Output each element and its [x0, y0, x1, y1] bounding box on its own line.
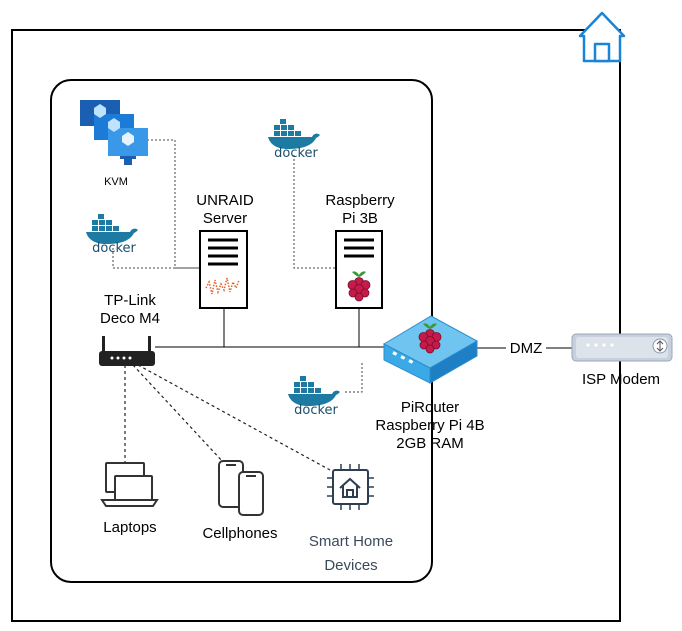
docker-icon	[288, 376, 340, 414]
house-boundary	[11, 29, 621, 622]
cellphones-label: Cellphones	[202, 525, 278, 542]
modem-icon	[571, 333, 673, 362]
server-icon	[199, 230, 248, 309]
smarthome-link	[137, 364, 331, 471]
docker-icon	[86, 214, 138, 252]
home-icon	[578, 11, 626, 63]
cellphone-icon	[218, 460, 264, 516]
unraid-label: UNRAID Server	[196, 192, 254, 227]
rpi3-docker-link	[293, 155, 335, 269]
laptop-icon	[100, 462, 159, 507]
unraid-docker-link	[112, 248, 200, 269]
modem-label: ISP Modem	[581, 371, 661, 388]
kvm-icon	[80, 100, 148, 165]
smart-home-icon	[327, 464, 374, 510]
deco-label: TP-Link Deco M4	[99, 292, 161, 327]
pirouter-docker-link	[345, 362, 363, 393]
docker-icon	[268, 119, 320, 157]
phone-link	[132, 364, 225, 464]
rpi3-label: Raspberry Pi 3B	[325, 192, 395, 227]
laptops-label: Laptops	[103, 519, 157, 536]
kvm-link	[147, 139, 200, 269]
server-icon	[335, 230, 383, 309]
smarthome-label: Smart Home Devices	[308, 533, 394, 574]
kvm-label: KVM	[104, 176, 128, 188]
pirouter-label: PiRouter Raspberry Pi 4B 2GB RAM	[375, 399, 485, 452]
router-icon	[99, 336, 155, 366]
dmz-label: DMZ	[506, 340, 546, 358]
